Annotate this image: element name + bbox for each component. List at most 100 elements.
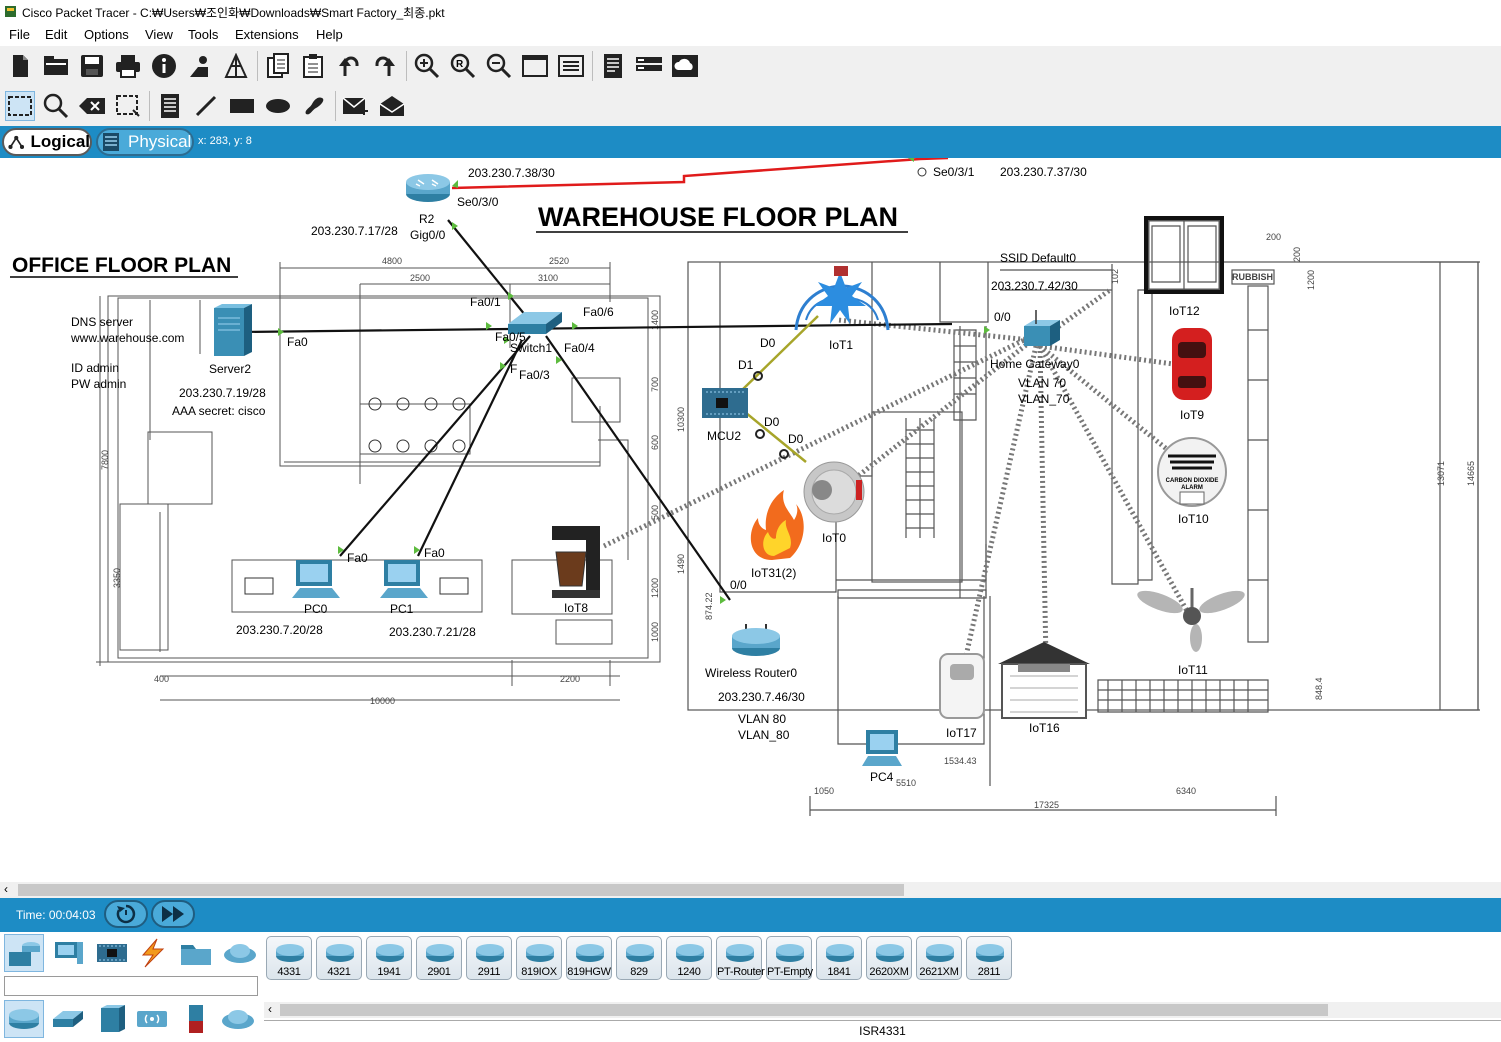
server-server2[interactable] (214, 304, 252, 356)
complex-pdu-icon[interactable] (377, 91, 407, 121)
resize-icon[interactable] (113, 91, 143, 121)
iot9-car[interactable] (1172, 328, 1212, 400)
iot16-garage-door[interactable] (998, 642, 1090, 719)
device-tile-2901[interactable]: 2901 (416, 936, 462, 980)
power-cycle-devices-button[interactable] (104, 900, 148, 928)
device-list-scrollbar[interactable]: ‹ (264, 1002, 1501, 1018)
zoom-in-icon[interactable] (412, 51, 442, 81)
device-scroll-left-icon[interactable]: ‹ (268, 1002, 272, 1016)
iot8-coffee-maker[interactable] (552, 526, 600, 598)
iot10-co2-alarm[interactable]: CARBON DIOXIDE ALARM (1157, 437, 1227, 507)
menu-extensions[interactable]: Extensions (235, 27, 299, 42)
hubs-icon[interactable] (92, 1000, 132, 1038)
svg-text:203.230.7.46/30: 203.230.7.46/30 (718, 690, 805, 704)
components-icon[interactable] (92, 934, 132, 972)
workspace-horizontal-scrollbar[interactable]: ‹ (0, 882, 1501, 898)
custom-devices-icon[interactable] (556, 51, 586, 81)
iot12-door[interactable] (1144, 216, 1224, 294)
copy-icon[interactable] (263, 51, 293, 81)
select-icon[interactable] (5, 91, 35, 121)
routers-icon[interactable] (4, 1000, 44, 1038)
home-gateway0[interactable] (1024, 310, 1060, 346)
zoom-out-icon[interactable] (484, 51, 514, 81)
device-scrollbar-thumb[interactable] (280, 1004, 1328, 1016)
mcu-mcu2[interactable] (702, 388, 748, 418)
iot31-fire[interactable] (750, 490, 804, 560)
device-tile-2621xm[interactable]: 2621XM (916, 936, 962, 980)
info-icon[interactable] (149, 51, 179, 81)
device-tile-1841[interactable]: 1841 (816, 936, 862, 980)
tab-logical[interactable]: Logical (2, 128, 92, 156)
device-tile-1941[interactable]: 1941 (366, 936, 412, 980)
device-tile-pt-router[interactable]: PT-Router (716, 936, 765, 980)
undo-icon[interactable] (334, 51, 364, 81)
paste-icon[interactable] (298, 51, 328, 81)
menu-file[interactable]: File (9, 27, 30, 42)
device-tile-4331[interactable]: 4331 (266, 936, 312, 980)
router-r2[interactable] (406, 174, 450, 202)
scrollbar-thumb[interactable] (18, 884, 904, 896)
activity-wizard-icon[interactable] (185, 51, 215, 81)
tab-physical[interactable]: Physical (96, 128, 194, 156)
menu-options[interactable]: Options (84, 27, 129, 42)
device-tile-4321[interactable]: 4321 (316, 936, 362, 980)
simple-pdu-icon[interactable] (341, 91, 371, 121)
pdu-list-icon[interactable] (598, 51, 628, 81)
menu-help[interactable]: Help (316, 27, 343, 42)
wireless-router0[interactable] (732, 624, 780, 656)
device-tile-2811[interactable]: 2811 (966, 936, 1012, 980)
drawing-palette-icon[interactable] (520, 51, 550, 81)
menu-edit[interactable]: Edit (45, 27, 68, 42)
multiuser-icon[interactable] (220, 934, 260, 972)
device-tile-819iox[interactable]: 819IOX (516, 936, 562, 980)
pc-pc1[interactable] (380, 560, 428, 598)
device-tile-2911[interactable]: 2911 (466, 936, 512, 980)
end-devices-icon[interactable] (48, 934, 88, 972)
device-tile-pt-empty[interactable]: PT-Empty (766, 936, 813, 980)
office-floor-plan-title: OFFICE FLOOR PLAN (12, 254, 231, 277)
iot0-smoke-detector[interactable] (803, 461, 865, 523)
menu-tools[interactable]: Tools (188, 27, 219, 42)
svg-text:PC0: PC0 (304, 602, 328, 616)
wan-emulation-icon[interactable] (218, 1000, 258, 1038)
draw-ellipse-icon[interactable] (263, 91, 293, 121)
menu-view[interactable]: View (145, 27, 173, 42)
pc-pc4[interactable] (862, 730, 902, 766)
new-file-icon[interactable] (5, 51, 35, 81)
draw-freeform-icon[interactable] (299, 91, 329, 121)
cloud-icon[interactable] (670, 51, 700, 81)
device-search-input[interactable] (4, 976, 258, 996)
connections-icon[interactable] (132, 934, 172, 972)
draw-rectangle-icon[interactable] (227, 91, 257, 121)
device-tile-2620xm[interactable]: 2620XM (866, 936, 912, 980)
draw-line-icon[interactable] (191, 91, 221, 121)
topology-labels: 203.230.7.38/30 Se0/3/0 R2 203.230.7.17/… (70, 165, 1209, 784)
scroll-left-arrow-icon[interactable]: ‹ (4, 882, 8, 896)
network-devices-icon[interactable] (4, 934, 44, 972)
security-icon[interactable] (176, 1000, 216, 1038)
iot1-fire-sprinkler[interactable] (794, 266, 890, 331)
device-tile-829[interactable]: 829 (616, 936, 662, 980)
iot11-ceiling-fan[interactable] (1135, 586, 1248, 652)
place-note-icon[interactable] (155, 91, 185, 121)
redo-icon[interactable] (370, 51, 400, 81)
inspect-icon[interactable] (41, 91, 71, 121)
open-folder-icon[interactable] (41, 51, 71, 81)
print-icon[interactable] (113, 51, 143, 81)
save-icon[interactable] (77, 51, 107, 81)
device-tile-819hgw[interactable]: 819HGW (566, 936, 612, 980)
warehouse-floor-plan-drawing (687, 218, 1480, 816)
device-tile-1240[interactable]: 1240 (666, 936, 712, 980)
wireless-devices-icon[interactable] (132, 1000, 172, 1038)
pc-pc0[interactable] (292, 560, 340, 598)
switches-icon[interactable] (48, 1000, 88, 1038)
switch-switch1[interactable] (508, 312, 562, 334)
fast-forward-time-button[interactable] (151, 900, 195, 928)
delete-icon[interactable] (77, 91, 107, 121)
iot17-motion-detector[interactable] (939, 653, 985, 719)
cluster-icon[interactable] (634, 51, 664, 81)
zoom-reset-icon[interactable]: R (448, 51, 478, 81)
logical-workspace[interactable]: 4800 2500 3100 2520 7800 3350 400 10000 … (0, 158, 1501, 882)
miscellaneous-icon[interactable] (176, 934, 216, 972)
network-info-icon[interactable] (221, 51, 251, 81)
